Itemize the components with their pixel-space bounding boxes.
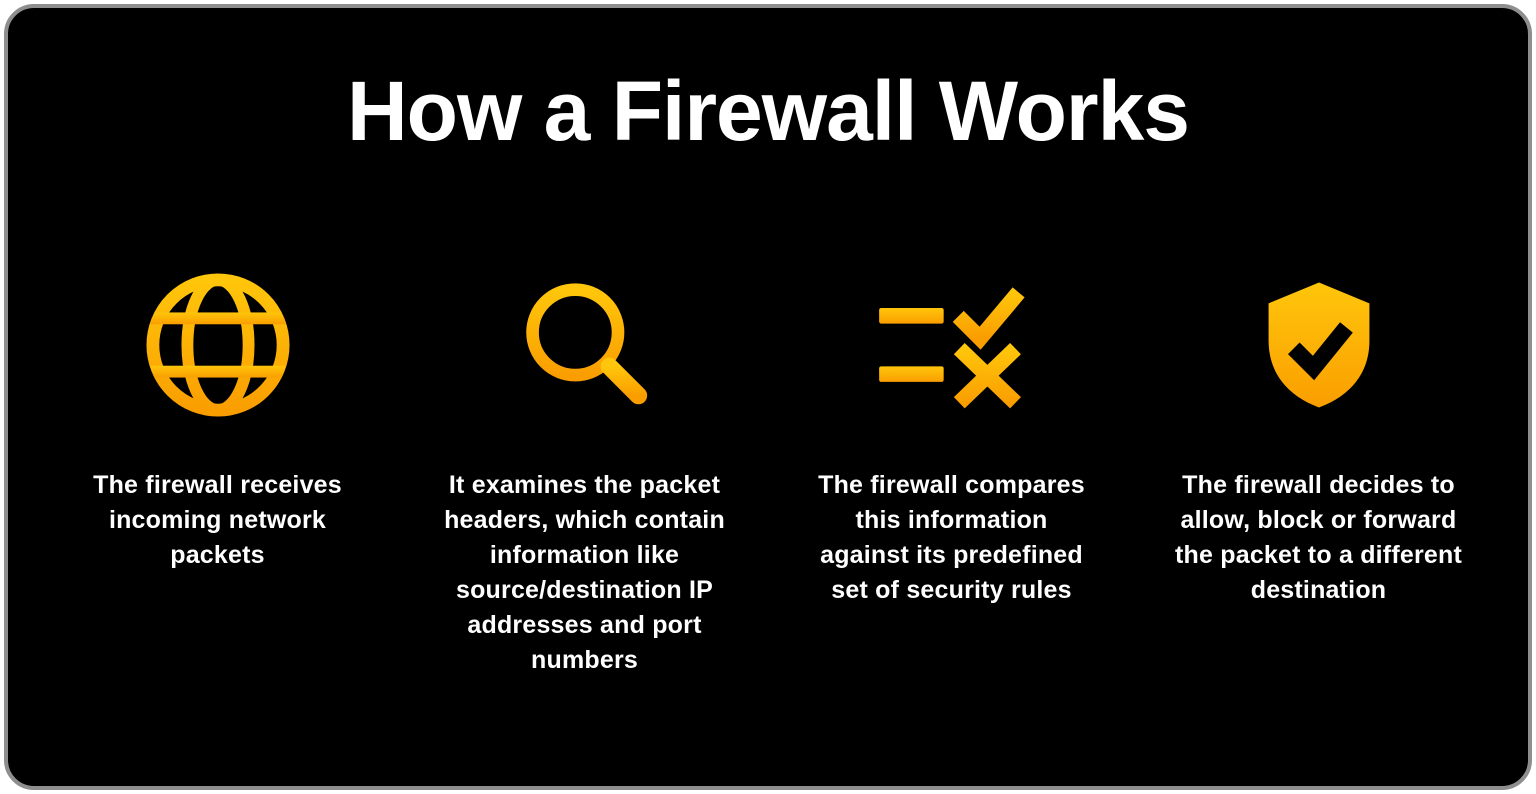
page-title: How a Firewall Works [346, 64, 1190, 158]
magnifier-icon [517, 266, 653, 424]
step-examine: It examines the packet headers, which co… [411, 266, 758, 678]
step-decide: The firewall decides to allow, block or … [1145, 266, 1492, 678]
step-text: It examines the packet headers, which co… [444, 471, 725, 675]
step-receive: The firewall receives incoming network p… [44, 266, 391, 678]
globe-icon [144, 266, 292, 424]
step-compare: The firewall compares this information a… [778, 266, 1125, 678]
step-text: The firewall receives incoming network p… [93, 471, 342, 570]
shield-check-icon [1262, 266, 1376, 424]
steps-row: The firewall receives incoming network p… [8, 266, 1528, 678]
step-text: The firewall compares this information a… [818, 471, 1085, 605]
rules-check-icon [878, 266, 1025, 424]
infographic-card: How a Firewall Works [4, 4, 1532, 790]
step-text: The firewall decides to allow, block or … [1175, 471, 1462, 605]
